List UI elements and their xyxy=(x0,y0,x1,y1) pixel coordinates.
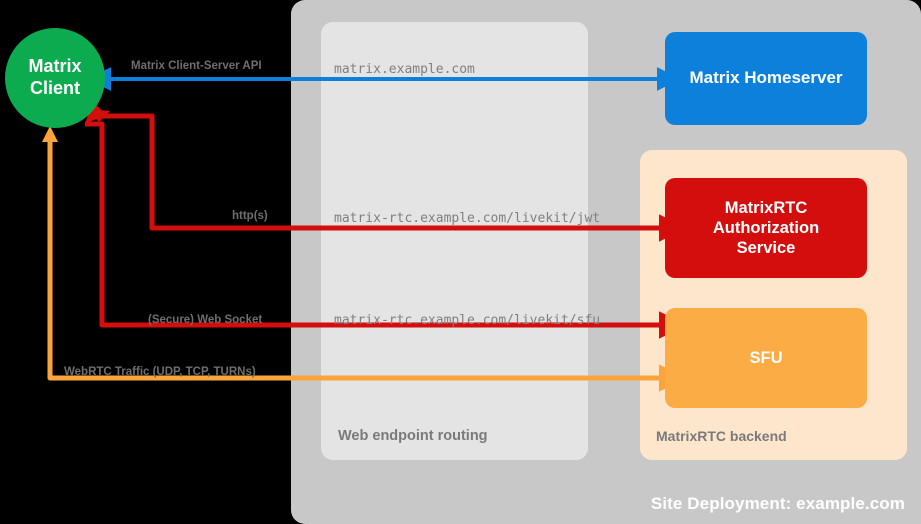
node-sfu[interactable]: SFU xyxy=(665,308,867,408)
site-deployment-label: Site Deployment: example.com xyxy=(650,494,905,513)
node-matrix-homeserver[interactable]: Matrix Homeserver xyxy=(665,32,867,125)
node-matrix-client-line1: Matrix xyxy=(28,56,82,77)
node-matrixrtc-authorization-service[interactable]: MatrixRTC Authorization Service xyxy=(665,178,867,278)
node-auth-line3: Service xyxy=(736,239,796,258)
node-matrix-homeserver-label: Matrix Homeserver xyxy=(689,68,843,88)
connector-label-client-server-api: Matrix Client-Server API xyxy=(131,60,262,72)
web-endpoint-routing-container: Web endpoint routing xyxy=(321,22,588,460)
node-matrix-client-line2: Client xyxy=(29,78,80,98)
endpoint-label-livekit-jwt: matrix-rtc.example.com/livekit/jwt xyxy=(334,211,601,226)
node-matrix-client[interactable]: Matrix Client xyxy=(5,28,105,128)
endpoint-label-matrix: matrix.example.com xyxy=(334,62,475,77)
matrixrtc-backend-label: MatrixRTC backend xyxy=(656,428,787,444)
node-sfu-label: SFU xyxy=(749,348,783,367)
connector-label-websocket: (Secure) Web Socket xyxy=(148,314,263,326)
connector-label-webrtc: WebRTC Traffic (UDP, TCP, TURNs) xyxy=(64,366,256,378)
connector-label-https: http(s) xyxy=(232,210,268,222)
node-auth-line2: Authorization xyxy=(712,218,820,237)
node-auth-line1: MatrixRTC xyxy=(724,198,808,217)
web-endpoint-routing-label: Web endpoint routing xyxy=(338,428,488,444)
endpoint-label-livekit-sfu: matrix-rtc.example.com/livekit/sfu xyxy=(334,313,601,328)
